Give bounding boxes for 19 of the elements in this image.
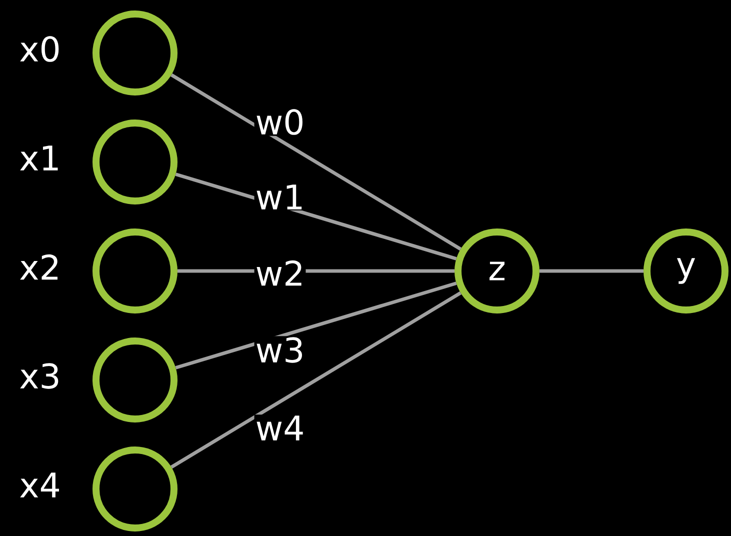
connection-line	[170, 73, 462, 251]
edge-label: w3	[256, 337, 302, 363]
neuron-circle	[92, 120, 178, 204]
neuron-circle	[92, 10, 178, 96]
input-label: x0	[20, 36, 59, 62]
neuron-circle	[92, 338, 178, 422]
input-label: x4	[20, 472, 59, 498]
input-label: x3	[20, 363, 58, 389]
neuron-circle	[92, 228, 178, 314]
input-label: x2	[20, 254, 58, 280]
input-label: x1	[20, 146, 58, 170]
connection-line	[175, 282, 457, 370]
neuron-circle	[92, 446, 178, 532]
connection-line	[170, 291, 462, 469]
edge-label: w1	[256, 184, 302, 210]
edge-label: w0	[256, 109, 302, 135]
edge-label: w4	[256, 416, 303, 440]
edge-label: w2	[256, 260, 302, 286]
connection-line	[540, 269, 644, 273]
